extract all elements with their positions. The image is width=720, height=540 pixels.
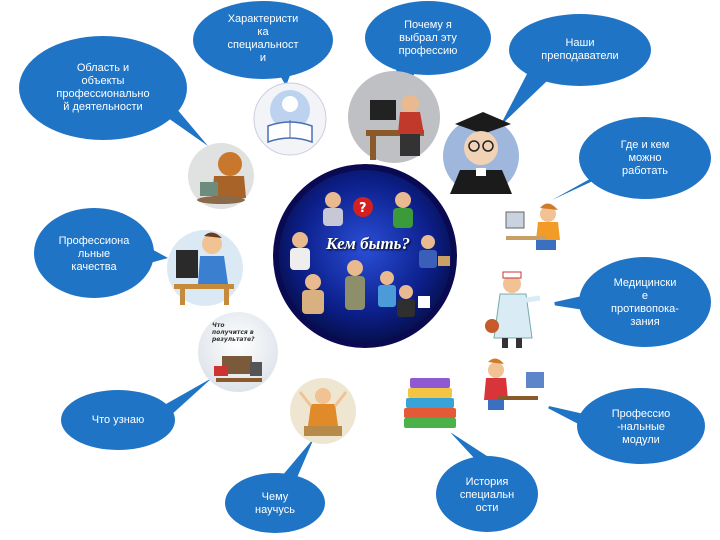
bubble-medical <box>546 257 711 347</box>
bubble-know <box>61 378 212 450</box>
label-where: Где и кем можно работать <box>620 138 670 177</box>
professions-figures: ? <box>290 192 450 317</box>
picture-cat-circle <box>188 143 254 209</box>
svg-text:?: ? <box>359 201 367 216</box>
label-area: Область и объекты профессионально й деят… <box>56 62 150 113</box>
bubble-modules <box>540 388 705 464</box>
bubble-teachers <box>500 14 651 126</box>
label-learn: Чему научусь <box>255 491 295 516</box>
label-medical: Медицински е противопока- зания <box>611 277 679 328</box>
label-qualities: Профессиона льные качества <box>58 234 130 273</box>
picture-boy-computer-circle <box>167 230 243 306</box>
bubble-where <box>552 117 711 200</box>
picture-girl-computer-circle <box>501 196 567 262</box>
label-characteristic: Характеристи ка специальност и <box>227 13 299 64</box>
center-circle: ? <box>273 164 457 348</box>
picture-kid-computer-circle <box>481 354 553 426</box>
bubble-characteristic <box>193 1 333 86</box>
bubble-history <box>436 432 538 532</box>
label-teachers: Наши преподаватели <box>541 37 619 62</box>
bubble-qualities <box>34 208 168 298</box>
picture-programmer-circle <box>348 71 440 163</box>
label-know: Что узнаю <box>91 413 145 426</box>
picture-book-circle <box>253 82 327 156</box>
picture-professor-circle <box>443 112 519 194</box>
result-picture-label: Что получится в результате? <box>212 322 255 343</box>
picture-happy-kid-circle <box>290 378 356 444</box>
center-title: Кем быть? <box>326 234 410 253</box>
bubble-area <box>19 36 208 146</box>
picture-books-circle <box>397 375 463 441</box>
label-modules: Профессио -нальные модули <box>611 407 671 446</box>
picture-doctor-circle <box>479 271 555 348</box>
bubble-learn <box>225 438 325 533</box>
label-history: История специальн ости <box>459 475 515 514</box>
label-why: Почему я выбрал эту профессию <box>398 18 458 57</box>
picture-result-circle <box>198 312 278 392</box>
